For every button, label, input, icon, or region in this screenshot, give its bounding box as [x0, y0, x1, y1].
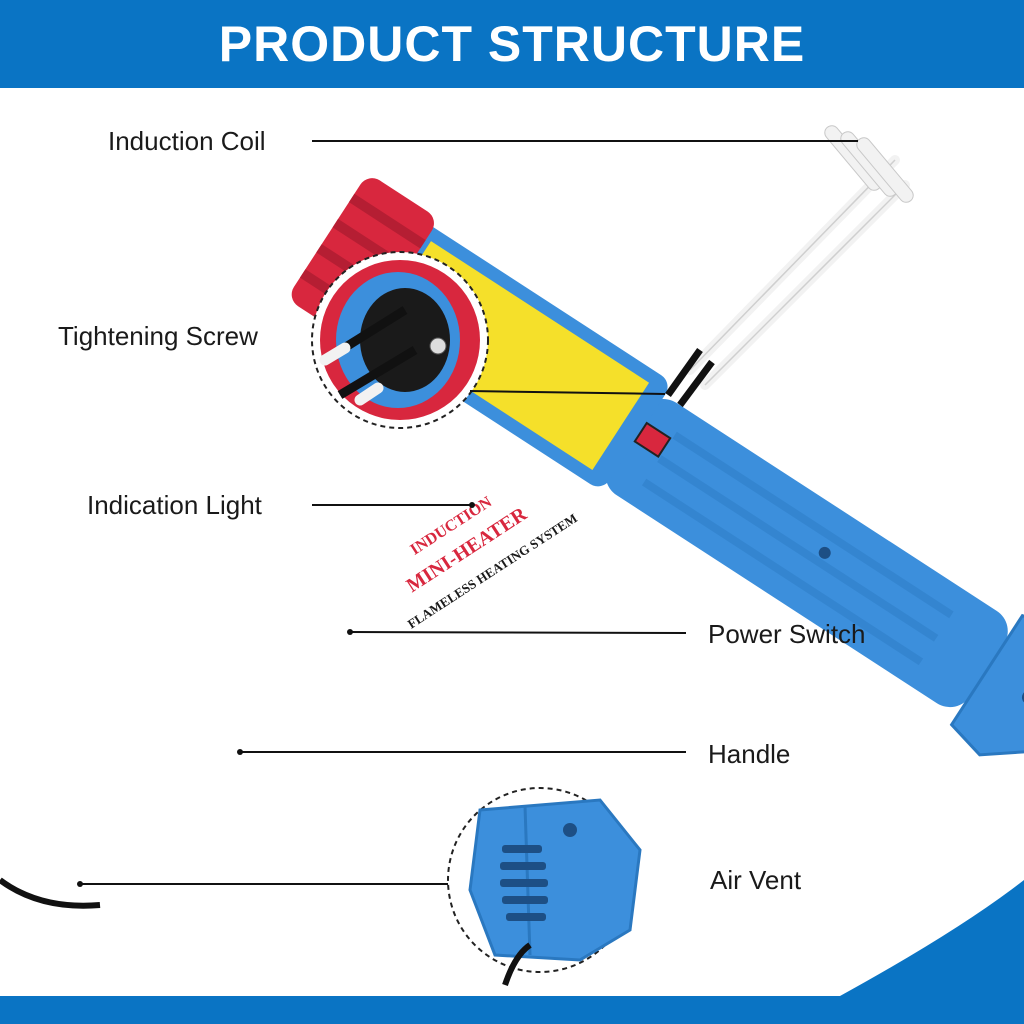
- page-title: PRODUCT STRUCTURE: [218, 16, 806, 72]
- power-cable: [0, 877, 101, 909]
- label-power-switch: Power Switch: [708, 619, 866, 649]
- footer-bar: [0, 996, 1024, 1024]
- power-switch-knob: [633, 421, 672, 459]
- background-swoosh: [840, 880, 1024, 996]
- header-banner: PRODUCT STRUCTURE: [0, 0, 1024, 88]
- leader-tightening-screw: [469, 390, 666, 395]
- label-handle: Handle: [708, 739, 791, 769]
- end-cap: [949, 613, 1024, 757]
- dot-air-vent: [77, 881, 83, 887]
- screw-inset: [311, 251, 489, 429]
- label-air-vent: Air Vent: [710, 865, 802, 895]
- dot-power-switch: [347, 629, 353, 635]
- label-indication-light: Indication Light: [87, 490, 262, 520]
- leader-power-switch: [349, 631, 687, 634]
- label-induction-coil: Induction Coil: [108, 126, 266, 156]
- dot-handle: [237, 749, 243, 755]
- dot-indication-light: [469, 502, 475, 508]
- vent-inset: [447, 787, 642, 986]
- label-tightening-screw: Tightening Screw: [58, 321, 258, 351]
- induction-coil: [665, 125, 914, 408]
